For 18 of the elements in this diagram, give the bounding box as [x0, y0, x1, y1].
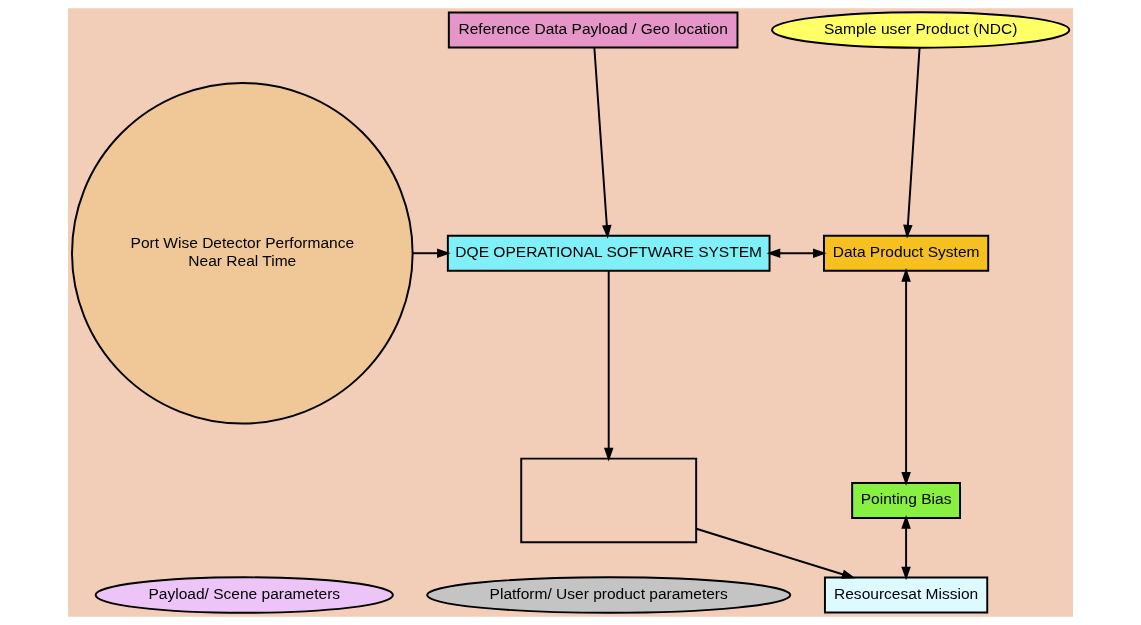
node-ellipse: Sample user Product (NDC) [771, 11, 1071, 49]
arrow [766, 248, 827, 258]
arrow [901, 515, 911, 581]
arrow [903, 46, 921, 239]
node-ellipse: Platform/ User product parameters [426, 576, 792, 614]
arrow [603, 270, 614, 462]
node-box: Reference Data Payload / Geo location [447, 11, 739, 49]
node-box: Pointing Bias [851, 481, 961, 519]
node-box: DQE OPERATIONAL SOFTWARE SYSTEM [446, 234, 771, 272]
node-box: Resourcesat Mission [823, 576, 989, 614]
arrow [593, 46, 612, 239]
arrow [412, 248, 451, 258]
node-circle: Port Wise Detector Performance Near Real Time [71, 81, 414, 425]
node-box: Data Product System [823, 234, 990, 272]
arrow [695, 527, 856, 579]
arrow [901, 268, 911, 486]
node-ellipse: Payload/ Scene parameters [94, 576, 394, 614]
node-box [520, 457, 698, 544]
